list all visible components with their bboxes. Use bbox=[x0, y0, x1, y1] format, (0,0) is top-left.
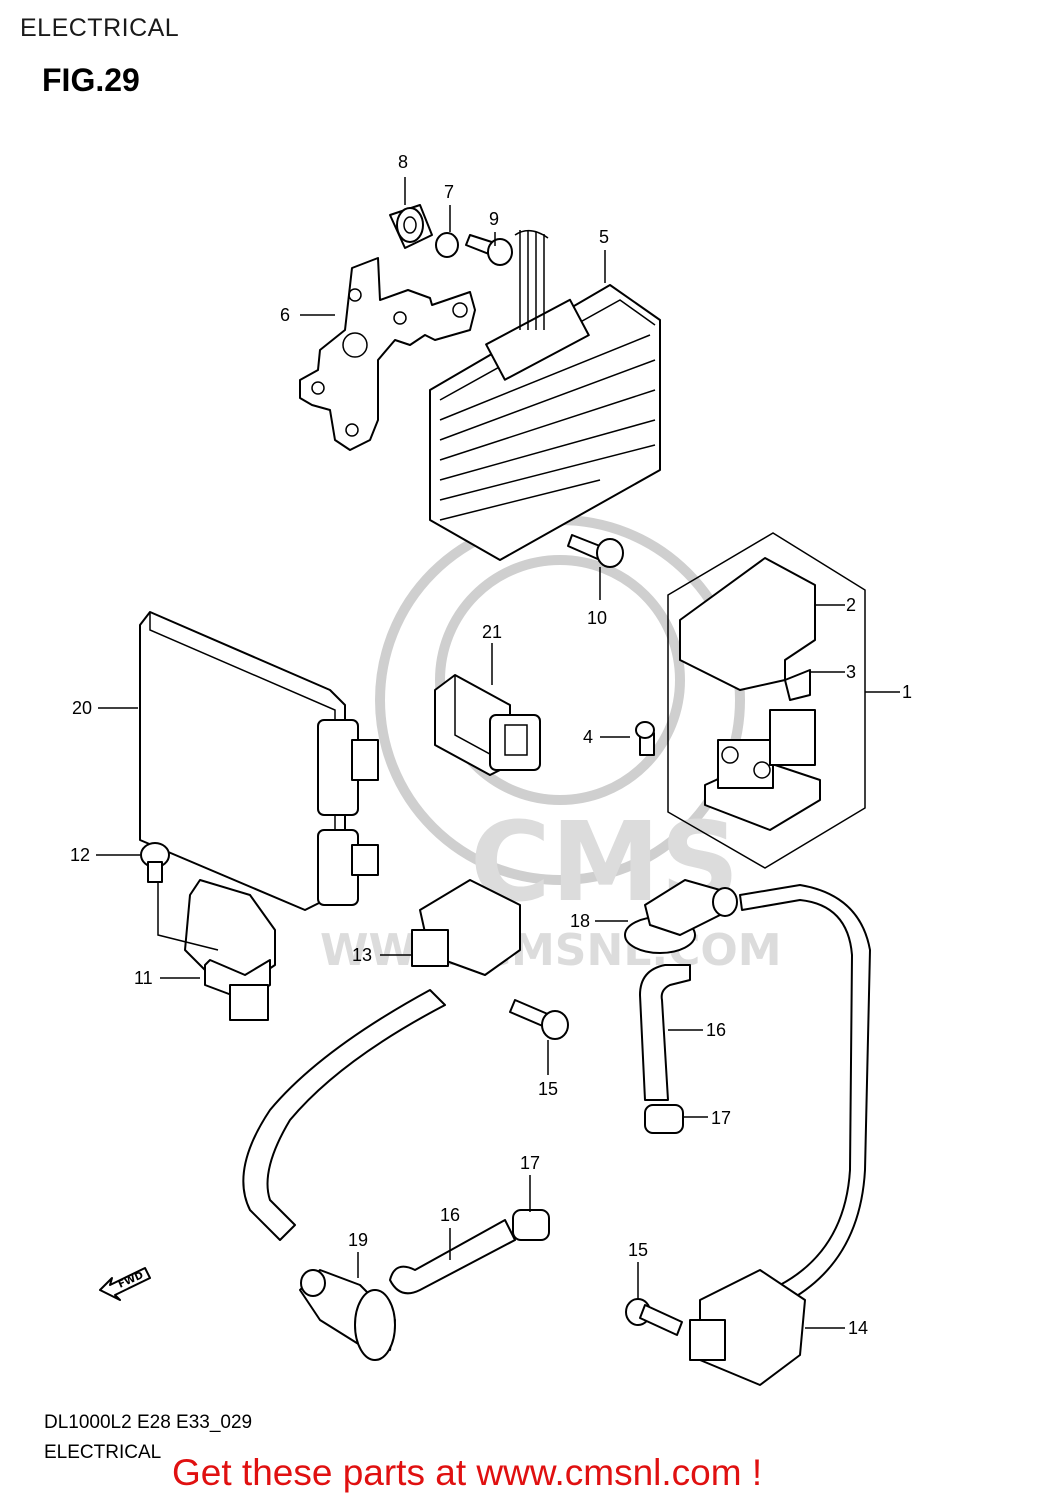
callout-15-lower: 15 bbox=[628, 1240, 648, 1260]
callout-9: 9 bbox=[489, 209, 499, 229]
callout-14: 14 bbox=[848, 1318, 868, 1338]
footer-section: ELECTRICAL bbox=[44, 1442, 162, 1463]
part-bolt-15-lower bbox=[625, 1298, 683, 1336]
cms-watermark: CMS WWW.CMSNL.COM bbox=[320, 515, 782, 976]
promo-link[interactable]: Get these parts at www.cmsnl.com ! bbox=[172, 1452, 763, 1493]
callout-5: 5 bbox=[599, 227, 609, 247]
part-ignition-coil-front bbox=[242, 879, 521, 1241]
callout-19: 19 bbox=[348, 1230, 368, 1250]
part-screw-4 bbox=[635, 721, 655, 756]
part-bolt-15-upper bbox=[509, 999, 569, 1040]
part-sensor-11 bbox=[184, 879, 276, 1021]
part-spring-16-upper bbox=[639, 964, 691, 1101]
callout-3: 3 bbox=[846, 662, 856, 682]
part-plug-cap-18 bbox=[624, 879, 738, 954]
part-screw-10 bbox=[567, 534, 624, 568]
callout-21: 21 bbox=[482, 622, 502, 642]
part-ecm bbox=[139, 611, 379, 911]
part-collar bbox=[435, 232, 459, 258]
part-grommet bbox=[389, 204, 433, 249]
callout-2: 2 bbox=[846, 595, 856, 615]
callout-12: 12 bbox=[70, 845, 90, 865]
callout-17-lower: 17 bbox=[520, 1153, 540, 1173]
part-bolt-12 bbox=[140, 842, 170, 883]
part-spring-16-lower bbox=[389, 1219, 516, 1295]
section-title: ELECTRICAL bbox=[20, 14, 180, 42]
callout-13: 13 bbox=[352, 945, 372, 965]
part-relay-connector bbox=[434, 674, 541, 776]
callout-17-upper: 17 bbox=[711, 1108, 731, 1128]
callout-1: 1 bbox=[902, 682, 912, 702]
callout-11: 11 bbox=[134, 968, 153, 988]
part-screw-9 bbox=[465, 234, 513, 266]
figure-number: FIG.29 bbox=[42, 62, 140, 98]
part-regulator bbox=[429, 229, 661, 561]
footer-model-code: DL1000L2 E28 E33_029 bbox=[44, 1412, 253, 1433]
callout-6: 6 bbox=[280, 305, 290, 325]
part-bracket bbox=[299, 257, 476, 451]
part-starter-relay-group bbox=[667, 532, 866, 869]
part-cap-17-upper bbox=[644, 1104, 684, 1134]
callout-15-upper: 15 bbox=[538, 1079, 558, 1099]
fwd-arrow-icon: FWD bbox=[99, 1267, 151, 1301]
callout-20: 20 bbox=[72, 698, 92, 718]
callout-7: 7 bbox=[444, 182, 454, 202]
leader-lines bbox=[96, 177, 900, 1329]
callout-8: 8 bbox=[398, 152, 408, 172]
callout-16-lower: 16 bbox=[440, 1205, 460, 1225]
callout-18: 18 bbox=[570, 911, 590, 931]
callout-10: 10 bbox=[587, 608, 607, 628]
callout-4: 4 bbox=[583, 727, 593, 747]
callout-numbers: 8 7 9 5 6 10 2 3 1 4 21 20 12 11 13 15 1… bbox=[70, 152, 912, 1338]
callout-16-upper: 16 bbox=[706, 1020, 726, 1040]
part-plug-cap-19 bbox=[299, 1269, 396, 1361]
part-cap-17-lower bbox=[512, 1209, 550, 1241]
watermark-url: WWW.CMSNL.COM bbox=[320, 925, 782, 976]
part-ignition-coil-rear bbox=[689, 1269, 806, 1386]
